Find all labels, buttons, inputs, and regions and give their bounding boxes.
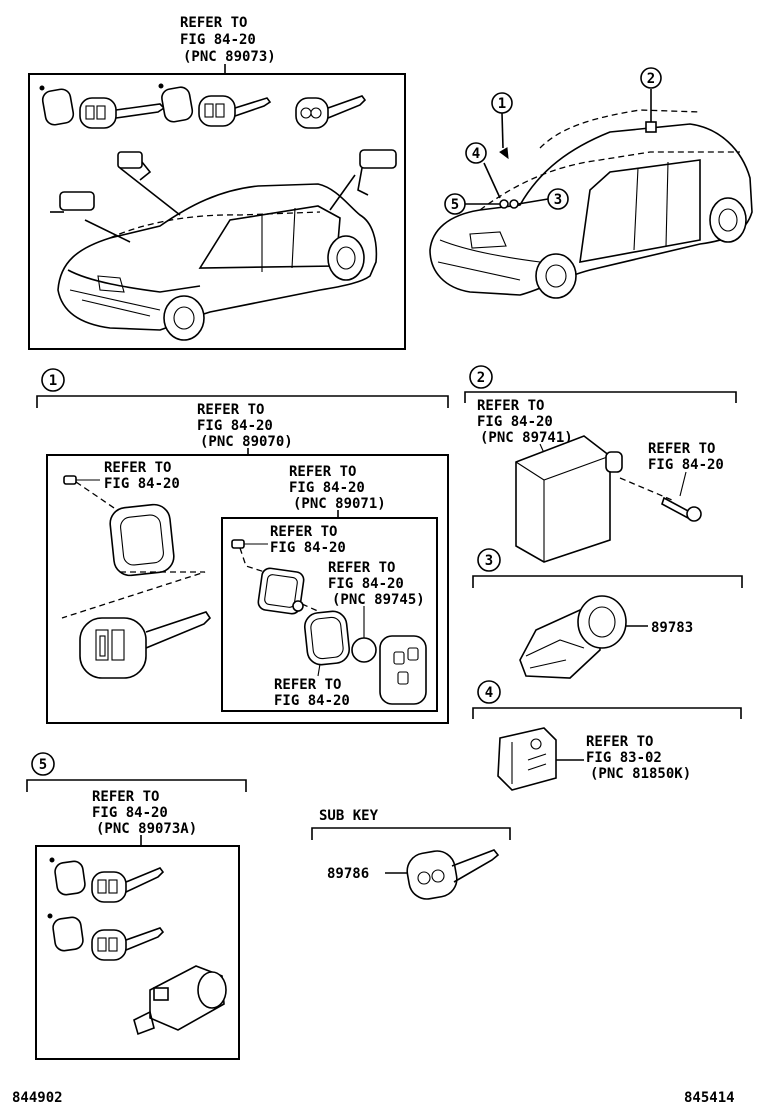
section-4-number: 4 xyxy=(485,685,493,701)
section-5-marker[interactable]: 5 xyxy=(31,752,55,776)
section-2-number: 2 xyxy=(477,370,485,386)
key-case-icon xyxy=(41,88,75,126)
s4-ref-line2: FIG 83-02 xyxy=(586,750,662,766)
s2-dash xyxy=(619,477,673,501)
callout-5-top[interactable]: 5 xyxy=(444,193,466,215)
section-4-bracket xyxy=(472,707,742,719)
section-3-number: 3 xyxy=(485,553,493,569)
callout-4-top[interactable]: 4 xyxy=(465,142,487,164)
s2-ref-ecu-line3: (PNC 89741) xyxy=(480,430,573,446)
s2-ref-ecu-line1: REFER TO xyxy=(477,398,544,414)
bolt-icon xyxy=(661,496,702,522)
s5-ref-line2: FIG 84-20 xyxy=(92,805,168,821)
callout-3-top[interactable]: 3 xyxy=(547,188,569,210)
s1-ref-screw2-line1: REFER TO xyxy=(270,524,337,540)
screw-icon xyxy=(63,475,100,485)
remote-key-icon xyxy=(79,97,117,129)
s1-dash xyxy=(61,571,206,619)
footer-left-code: 844902 xyxy=(12,1090,63,1106)
section-5-bracket xyxy=(26,779,247,792)
key-head-icon xyxy=(295,97,329,129)
s1-ref-case-line1: REFER TO xyxy=(274,677,341,693)
s1-dash xyxy=(301,603,321,613)
s1-ref-b-line2: FIG 84-20 xyxy=(289,480,365,496)
section-2-bracket xyxy=(464,391,737,403)
lock-cylinder-icon xyxy=(359,149,397,169)
section-2-marker[interactable]: 2 xyxy=(469,365,493,389)
section-1-inner-box xyxy=(221,517,438,712)
section-3-marker[interactable]: 3 xyxy=(477,548,501,572)
key-transponder-board-icon xyxy=(257,567,305,615)
screw-icon xyxy=(231,539,268,549)
s4-ref-line3: (PNC 81850K) xyxy=(590,766,691,782)
section-1-outer-box xyxy=(46,454,449,724)
ecu-module-icon xyxy=(515,435,623,563)
s2-ref-bolt-line2: FIG 84-20 xyxy=(648,457,724,473)
callout-3-label: 3 xyxy=(554,192,562,208)
s1-ref-a-line3: (PNC 89070) xyxy=(200,434,293,450)
battery-icon xyxy=(351,637,377,663)
s1-ref-battery-line3: (PNC 89745) xyxy=(332,592,425,608)
s4-ref-line1: REFER TO xyxy=(586,734,653,750)
section-5-keyset-illustrations xyxy=(47,857,227,1036)
top-ref-line3: (PNC 89073) xyxy=(183,49,276,65)
top-keyset-illustrations xyxy=(39,83,397,243)
section-1-bracket xyxy=(36,395,449,408)
sub-key-icon xyxy=(406,849,500,900)
section-1-number: 1 xyxy=(49,373,57,389)
key-case-small-icon xyxy=(303,610,351,666)
lock-cylinder-icon xyxy=(59,191,95,211)
subkey-bracket xyxy=(311,827,511,840)
section-1-marker[interactable]: 1 xyxy=(41,368,65,392)
callout-4-label: 4 xyxy=(472,146,480,162)
s2-ref-ecu-line2: FIG 84-20 xyxy=(477,414,553,430)
s1-case-leader xyxy=(317,663,321,677)
subkey-title: SUB KEY xyxy=(319,808,379,824)
top-keyset-box xyxy=(28,73,406,350)
s1-ref-a-line2: FIG 84-20 xyxy=(197,418,273,434)
s1-dash xyxy=(75,481,121,513)
s1-ref-screw-line2: FIG 84-20 xyxy=(104,476,180,492)
s5-ref-line3: (PNC 89073A) xyxy=(96,821,197,837)
callout-2-label: 2 xyxy=(647,71,655,87)
lock-cylinder-icon xyxy=(117,151,143,169)
ignition-switch-icon xyxy=(519,595,627,679)
car-illustration-left xyxy=(57,183,378,341)
subkey-part-number: 89786 xyxy=(327,866,369,882)
s1-ref-case-line2: FIG 84-20 xyxy=(274,693,350,709)
s1-ref-battery-line1: REFER TO xyxy=(328,560,395,576)
top-ref-line1: REFER TO xyxy=(180,15,247,31)
top-ref-line2: FIG 84-20 xyxy=(180,32,256,48)
callout-1-label: 1 xyxy=(498,96,506,112)
section-5-number: 5 xyxy=(39,757,47,773)
section-4-marker[interactable]: 4 xyxy=(477,680,501,704)
switch-unit-icon xyxy=(497,727,557,791)
s2-bolt-leader xyxy=(679,471,687,497)
car-illustration-right xyxy=(429,89,753,299)
callout-5-label: 5 xyxy=(451,197,459,213)
s1-ref-b-line1: REFER TO xyxy=(289,464,356,480)
s1-ref-screw2-line2: FIG 84-20 xyxy=(270,540,346,556)
s1-ref-b-line3: (PNC 89071) xyxy=(293,496,386,512)
remote-key-large-icon xyxy=(79,611,212,679)
s5-ref-line1: REFER TO xyxy=(92,789,159,805)
remote-key-icon xyxy=(198,95,236,127)
section-3-bracket xyxy=(472,575,743,588)
s2-ref-bolt-line1: REFER TO xyxy=(648,441,715,457)
s1-ref-battery-line2: FIG 84-20 xyxy=(328,576,404,592)
s3-part-number: 89783 xyxy=(651,620,693,636)
callout-2-top[interactable]: 2 xyxy=(640,67,662,89)
key-case-icon xyxy=(161,86,194,123)
key-case-large-icon xyxy=(109,503,175,577)
s1-ref-screw-line1: REFER TO xyxy=(104,460,171,476)
callout-1-top[interactable]: 1 xyxy=(491,92,513,114)
footer-right-code: 845414 xyxy=(684,1090,735,1106)
s1-ref-a-line1: REFER TO xyxy=(197,402,264,418)
section-5-box xyxy=(35,845,240,1060)
remote-button-pad-icon xyxy=(379,635,427,705)
